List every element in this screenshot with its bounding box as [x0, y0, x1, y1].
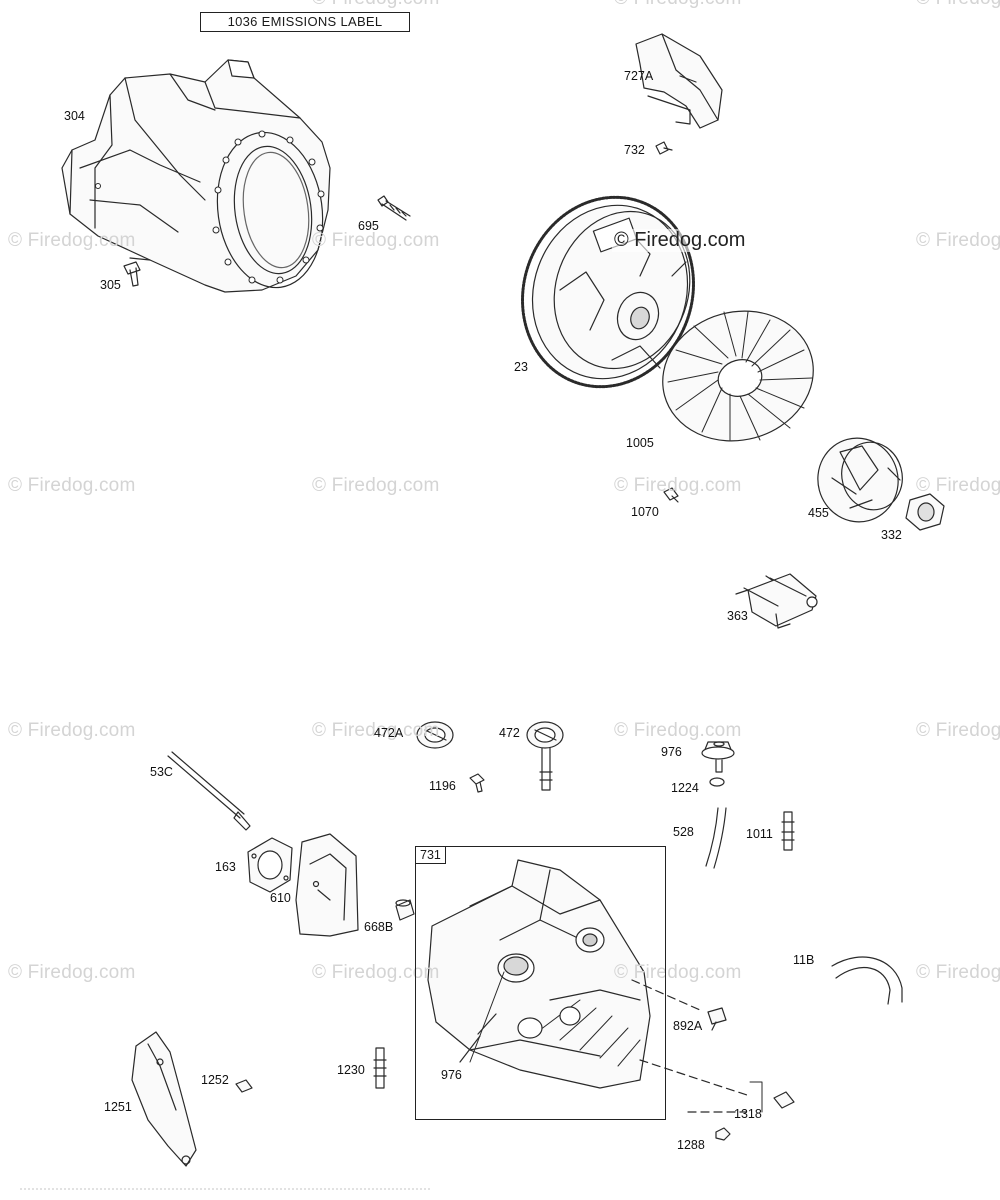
starter-cup-drawing — [817, 437, 903, 523]
callout-1251: 1251 — [104, 1100, 132, 1114]
watermark-tile: © Firedog.com — [614, 720, 742, 741]
bracket-363-drawing — [735, 573, 818, 629]
callout-1288: 1288 — [677, 1138, 705, 1152]
watermark-tile: © Firedog.com — [312, 962, 440, 983]
stud-1230-drawing — [373, 1047, 387, 1089]
bottom-divider — [20, 1188, 430, 1190]
tube-528-drawing — [705, 807, 727, 869]
watermark-tile: © Firedog.com — [614, 475, 742, 496]
watermark-tile: © Firedog.com — [614, 0, 741, 10]
plate-610-drawing — [295, 833, 359, 937]
watermark-tile: © Firedog.com — [916, 962, 1000, 983]
muffler-assembly-drawing — [427, 859, 751, 1097]
callout-727a: 727A — [624, 69, 654, 83]
callout-1005: 1005 — [626, 436, 654, 450]
watermark-tile: © Firedog.com — [916, 230, 1000, 251]
gasket-163-drawing — [247, 837, 293, 893]
callout-472: 472 — [499, 726, 520, 740]
blower-housing-drawing — [61, 59, 331, 293]
callout-1196: 1196 — [429, 779, 456, 793]
watermark-tile: © Firedog.com — [8, 962, 136, 983]
callout-695: 695 — [358, 219, 379, 233]
emissions-label-box: 1036 EMISSIONS LABEL — [200, 12, 410, 32]
hose-11b-drawing — [831, 956, 903, 1005]
callout-892a: 892A — [673, 1019, 703, 1033]
shield-727a-drawing — [635, 33, 723, 129]
callout-610: 610 — [270, 891, 291, 905]
clip-1318-drawing — [687, 1081, 795, 1113]
screw-892a-drawing — [707, 1007, 727, 1031]
callout-304: 304 — [64, 109, 85, 123]
muffler-kit-label: 731 — [415, 846, 446, 864]
leader-976-inner — [469, 971, 505, 1063]
callout-1230: 1230 — [337, 1063, 365, 1077]
watermark-tile: © Firedog.com — [8, 720, 136, 741]
knob-472a-drawing — [416, 721, 454, 749]
bracket-1251-drawing — [131, 1031, 197, 1167]
watermark-tile: © Firedog.com — [916, 720, 1000, 741]
watermark-tile: © Firedog.com — [312, 475, 440, 496]
callout-1070: 1070 — [631, 505, 659, 519]
callout-472a: 472A — [374, 726, 404, 740]
callout-305: 305 — [100, 278, 121, 292]
screw-1070-drawing — [663, 487, 679, 503]
screw-1196-drawing — [469, 773, 485, 793]
callout-528: 528 — [673, 825, 694, 839]
callout-1318: 1318 — [734, 1107, 762, 1121]
callout-732: 732 — [624, 143, 645, 157]
spacer-668b-drawing — [395, 899, 415, 921]
callout-1011: 1011 — [746, 827, 773, 841]
muffler-kit-box — [415, 846, 666, 1120]
callout-455: 455 — [808, 506, 829, 520]
nut-332-drawing — [905, 493, 945, 531]
cap-976-top-drawing — [701, 741, 735, 773]
watermark-tile: © Firedog.com — [614, 962, 742, 983]
callout-668b: 668B — [364, 920, 394, 934]
rod-53c-drawing — [167, 751, 251, 831]
callout-363: 363 — [727, 609, 748, 623]
fitting-1011-drawing — [781, 811, 795, 851]
callout-11b: 11B — [793, 953, 815, 967]
callout-332: 332 — [881, 528, 902, 542]
nut-1288-drawing — [715, 1127, 731, 1141]
callout-53c: 53C — [150, 765, 173, 779]
screw-1252-drawing — [235, 1079, 253, 1093]
brand-watermark: © Firedog.com — [612, 229, 748, 252]
watermark-tile: © Firedog.com — [8, 475, 136, 496]
watermark-tile: © Firedog.com — [312, 230, 440, 251]
cooling-fan-drawing — [662, 310, 814, 442]
watermark-tile: © Firedog.com — [312, 0, 439, 10]
watermark-tile: © Firedog.com — [8, 230, 136, 251]
knob-472-drawing — [526, 721, 564, 791]
watermark-tile: © Firedog.com — [312, 720, 440, 741]
callout-163: 163 — [215, 860, 236, 874]
washer-1224-drawing — [709, 777, 725, 787]
watermark-tile: © Firedog.com — [916, 475, 1000, 496]
watermark-tile: © Firedog.com — [916, 0, 1000, 10]
callout-976-inner: 976 — [441, 1068, 462, 1082]
callout-976-top: 976 — [661, 745, 682, 759]
screw-732-drawing — [655, 141, 673, 155]
callout-1252: 1252 — [201, 1073, 229, 1087]
callout-23: 23 — [514, 360, 528, 374]
screw-695-drawing — [377, 195, 411, 221]
bolt-305-drawing — [123, 261, 141, 287]
callout-1224: 1224 — [671, 781, 699, 795]
